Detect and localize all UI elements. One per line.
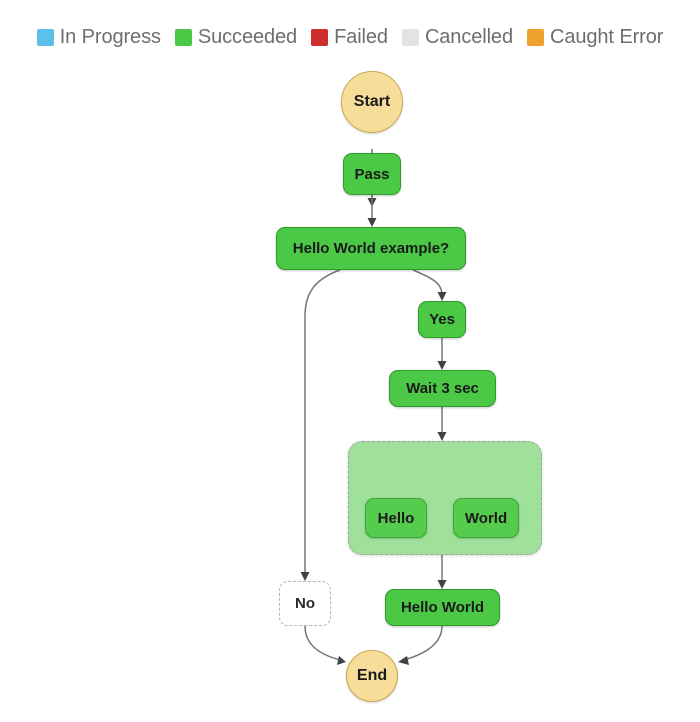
legend-swatch-in-progress xyxy=(36,28,54,46)
legend-swatch-caught-error xyxy=(526,28,544,46)
arrowhead-parallel-helloworld xyxy=(437,580,447,589)
node-choice-hello-world-example[interactable]: Hello World example? xyxy=(276,227,466,270)
node-no[interactable]: No xyxy=(279,581,331,626)
node-end-label: End xyxy=(356,667,388,684)
arrowhead-helloworld-end xyxy=(398,656,409,665)
node-end[interactable]: End xyxy=(346,650,398,702)
legend-label-failed: Failed xyxy=(334,26,388,48)
legend-item-succeeded: Succeeded xyxy=(174,26,298,48)
node-parallel-hello[interactable]: Hello xyxy=(365,498,427,538)
node-wait-label: Wait 3 sec xyxy=(406,380,479,397)
node-wait-3-sec[interactable]: Wait 3 sec xyxy=(389,370,496,407)
node-parallel-hello-label: Hello xyxy=(377,509,415,527)
edge-helloworld-end xyxy=(403,625,443,661)
node-yes-label: Yes xyxy=(429,311,455,328)
arrowhead-choice-yes xyxy=(437,292,447,301)
edge-choice-yes xyxy=(412,269,443,296)
legend-swatch-succeeded xyxy=(174,28,192,46)
arrowhead-yes-wait xyxy=(437,361,447,370)
execution-graph: Start Pass Hello World example? Yes Wait… xyxy=(0,54,700,722)
arrowhead-choice-no xyxy=(300,572,310,581)
arrowhead-pass-choice xyxy=(367,218,377,227)
node-hello-world-label: Hello World xyxy=(400,599,485,616)
legend-item-in-progress: In Progress xyxy=(36,26,161,48)
node-parallel-world-label: World xyxy=(464,509,508,527)
node-hello-world[interactable]: Hello World xyxy=(385,589,500,626)
node-no-label: No xyxy=(295,595,315,612)
node-start-label: Start xyxy=(353,93,391,110)
node-start[interactable]: Start xyxy=(341,71,403,133)
edge-choice-no xyxy=(304,269,341,575)
legend-item-cancelled: Cancelled xyxy=(401,26,513,48)
legend-label-succeeded: Succeeded xyxy=(197,26,298,48)
node-pass-label: Pass xyxy=(354,165,390,183)
legend-label-cancelled: Cancelled xyxy=(424,26,513,48)
legend-label-caught-error: Caught Error xyxy=(549,26,664,48)
arrowhead-wait-parallel xyxy=(437,432,447,441)
node-yes[interactable]: Yes xyxy=(418,301,466,338)
edge-no-end xyxy=(304,625,341,661)
legend-swatch-cancelled xyxy=(401,28,419,46)
legend-item-caught-error: Caught Error xyxy=(526,26,664,48)
arrowhead-no-end xyxy=(337,656,346,665)
legend-swatch-failed xyxy=(311,28,329,46)
node-parallel-world[interactable]: World xyxy=(453,498,519,538)
status-legend: In Progress Succeeded Failed Cancelled C… xyxy=(0,20,700,54)
node-choice-label: Hello World example? xyxy=(292,240,450,257)
legend-label-in-progress: In Progress xyxy=(59,26,161,48)
legend-item-failed: Failed xyxy=(311,27,388,47)
node-pass[interactable]: Pass xyxy=(343,153,401,195)
